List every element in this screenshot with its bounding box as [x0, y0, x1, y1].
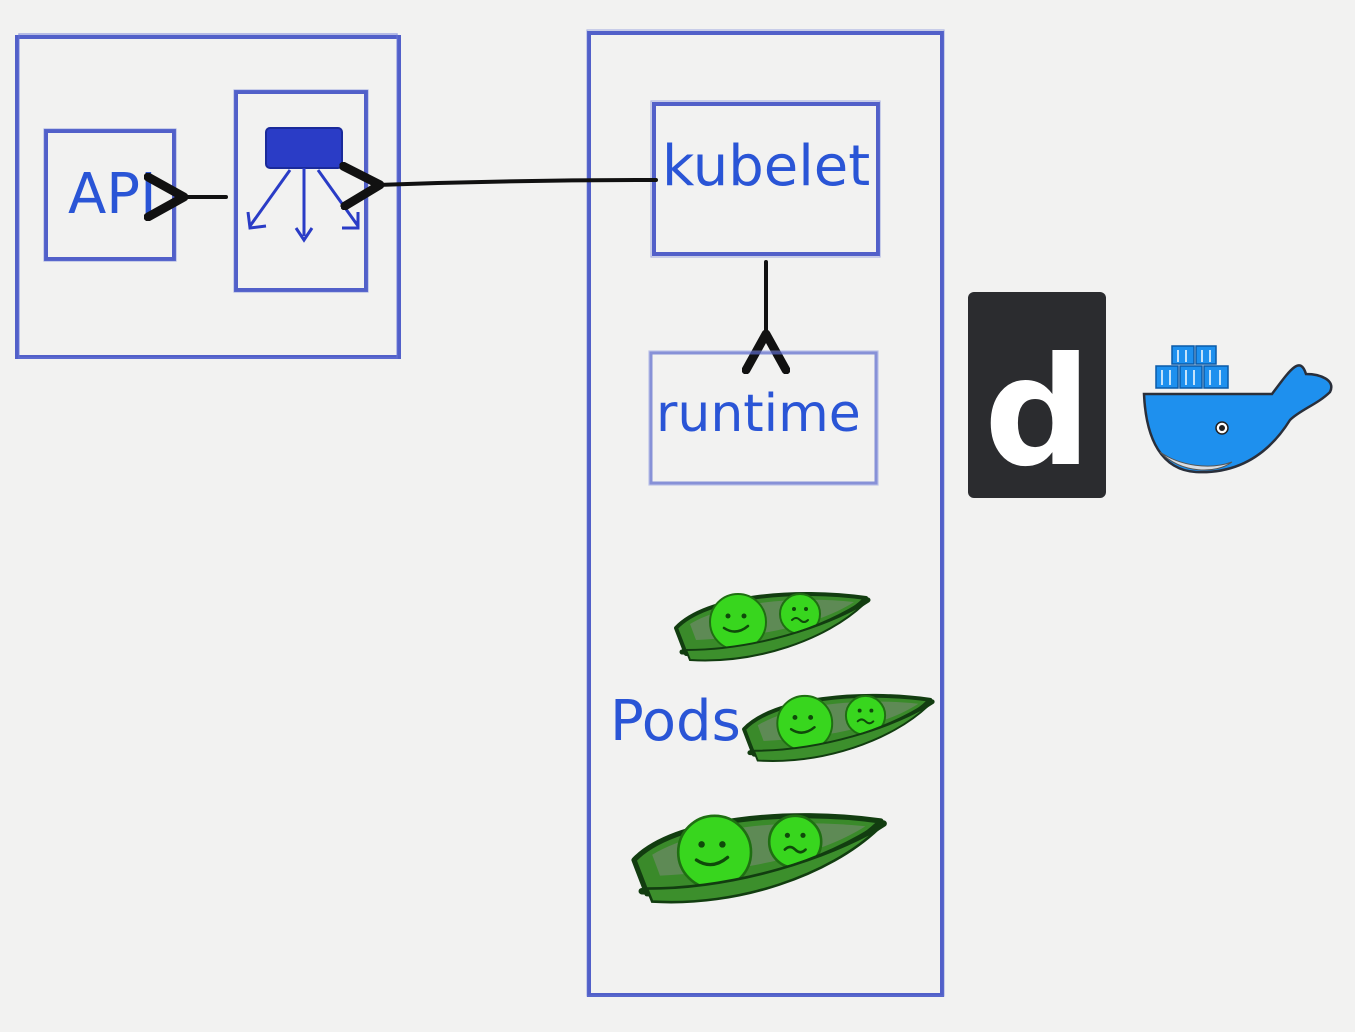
docker-whale-logo: [1142, 345, 1333, 474]
arrow-kubelet-to-controller: [376, 180, 658, 185]
runtime-box: [648, 350, 879, 486]
dcos-logo-letter: d: [984, 326, 1091, 500]
pea-pod-icon: [744, 696, 932, 761]
pea-pod-icon: [634, 816, 884, 902]
kubelet-label: kubelet: [662, 134, 870, 199]
dcos-logo: d: [968, 292, 1106, 500]
control-plane-box: [15, 33, 401, 359]
pea-pod-icon: [676, 594, 868, 660]
controller-box: [233, 89, 369, 293]
controller-icon: [246, 127, 360, 243]
node-box: [586, 29, 945, 997]
runtime-label: runtime: [656, 384, 861, 444]
api-label: API: [68, 162, 157, 227]
pods-label: Pods: [610, 689, 741, 754]
